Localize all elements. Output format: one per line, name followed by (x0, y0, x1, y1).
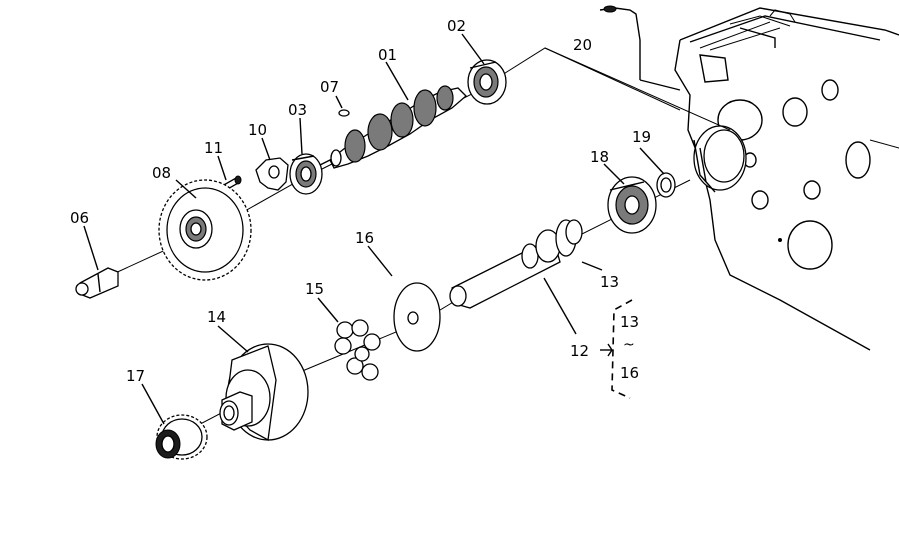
callout-11: 11 (204, 139, 223, 157)
callout-02: 02 (447, 17, 466, 35)
callout-13-bracket: 13 (620, 313, 639, 331)
callout-13-shaft: 13 (600, 273, 619, 291)
leader-lines (83, 33, 665, 425)
callout-03: 03 (288, 101, 307, 119)
callout-labels: 01 02 03 06 07 08 10 11 12 13 13 14 15 1… (70, 17, 651, 385)
callout-16-bracket: 16 (620, 364, 639, 382)
part-01-camshaft (319, 85, 467, 169)
part-20-plug (599, 5, 681, 91)
callout-19: 19 (632, 128, 651, 146)
part-10-thrust-plate (255, 157, 289, 191)
part-17-gear (155, 414, 208, 460)
callout-10: 10 (248, 121, 267, 139)
range-bracket: ~ (600, 299, 635, 399)
callout-17: 17 (126, 367, 145, 385)
callout-01: 01 (378, 46, 397, 64)
callout-14: 14 (207, 308, 226, 326)
callout-15: 15 (305, 280, 324, 298)
callout-18: 18 (590, 148, 609, 166)
part-07-key (338, 109, 350, 117)
callout-06: 06 (70, 209, 89, 227)
part-14-housing (219, 343, 309, 442)
part-16-washer (393, 282, 441, 352)
part-02-bearing (467, 59, 507, 105)
part-03-bearing (289, 153, 323, 195)
part-12-shaft (449, 219, 583, 309)
bracket-range-sep: ~ (623, 337, 635, 353)
callout-07: 07 (320, 78, 339, 96)
callout-12: 12 (570, 342, 589, 360)
part-18-bearing (607, 176, 657, 234)
part-08-gear (158, 179, 252, 281)
engine-block (674, 7, 899, 351)
callout-20: 20 (573, 36, 592, 54)
callout-08: 08 (152, 164, 171, 182)
part-19-snap-ring (656, 172, 676, 198)
part-15-balls (334, 319, 381, 381)
part-06-shaft (75, 267, 119, 299)
callout-16-washer: 16 (355, 229, 374, 247)
